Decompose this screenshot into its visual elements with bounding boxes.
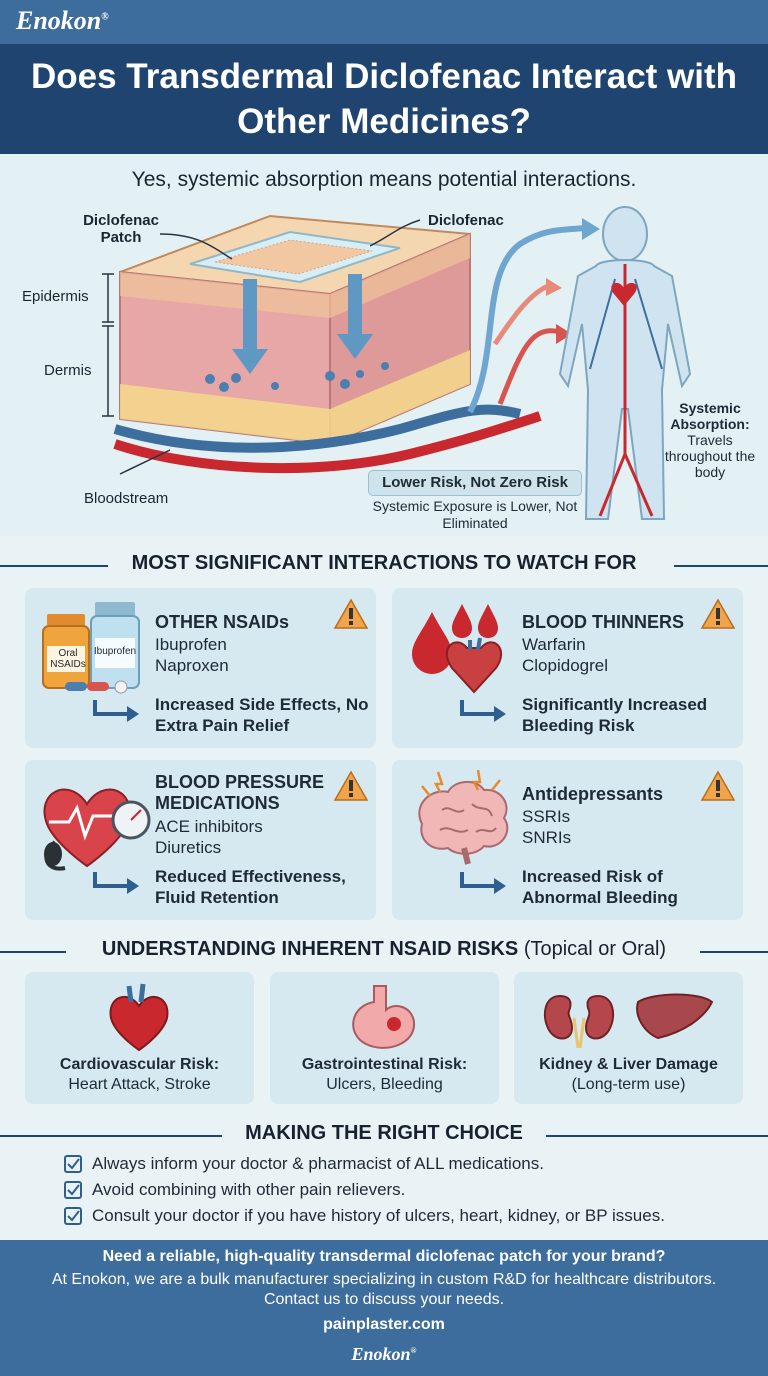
fat-layer — [120, 350, 470, 444]
card-items: SSRIs SNRIs — [522, 807, 572, 847]
warning-icon — [700, 598, 736, 629]
card-items: ACE inhibitors Diuretics — [155, 817, 263, 857]
section-interactions-heading: MOST SIGNIFICANT INTERACTIONS TO WATCH F… — [0, 550, 768, 580]
dermis-label: Dermis — [44, 362, 92, 379]
list-item: Consult your doctor if you have history … — [64, 1204, 754, 1230]
warning-icon — [700, 770, 736, 801]
recommendation-list: Always inform your doctor & pharmacist o… — [64, 1152, 754, 1230]
kidney-liver-icon — [543, 993, 714, 1049]
risk-card-cardiovascular: Cardiovascular Risk: Heart Attack, Strok… — [25, 972, 254, 1104]
page-title: Does Transdermal Diclofenac Interact wit… — [30, 57, 738, 141]
checkbox-icon — [64, 1207, 82, 1225]
risk-card-gastrointestinal: Gastrointestinal Risk: Ulcers, Bleeding — [270, 972, 499, 1104]
heart-icon — [109, 983, 169, 1052]
interaction-card-nsaids: Oral NSAIDs Ibuprofen OTHER NSAIDs Ibupr… — [25, 588, 376, 748]
blood-drop-heart-icon — [412, 598, 736, 722]
title-banner: Does Transdermal Diclofenac Interact wit… — [0, 44, 768, 154]
bottle-label-ibuprofen: Ibuprofen — [93, 646, 137, 657]
bottle-label-oral: Oral NSAIDs — [50, 648, 86, 670]
diclofenac-label: Diclofenac — [428, 212, 504, 229]
top-brand-bar: Enokon® — [0, 0, 768, 44]
card-effect: Reduced Effectiveness, Fluid Retention — [155, 867, 346, 907]
patch-label: Diclofenac Patch — [83, 212, 159, 246]
epidermis-label: Epidermis — [22, 288, 89, 305]
footer-body: At Enokon, we are a bulk manufacturer sp… — [51, 1271, 717, 1308]
footer-headline: Need a reliable, high-quality transderma… — [102, 1248, 666, 1265]
card-effect: Increased Risk of Abnormal Bleeding — [522, 867, 678, 907]
card-items: Warfarin Clopidogrel — [522, 635, 608, 675]
card-effect: Significantly Increased Bleeding Risk — [522, 695, 708, 735]
checkbox-icon — [64, 1181, 82, 1199]
skin-body-illustration — [102, 206, 692, 520]
section-choice-heading: MAKING THE RIGHT CHOICE — [0, 1120, 768, 1150]
risk-subtext: Systemic Exposure is Lower, Not Eliminat… — [372, 498, 578, 531]
checkbox-icon — [64, 1155, 82, 1173]
card-items: Ibuprofen Naproxen — [155, 635, 229, 675]
pill-bottles-icon — [42, 598, 369, 722]
interaction-card-blood-pressure: BLOOD PRESSURE MEDICATIONS ACE inhibitor… — [25, 760, 376, 920]
card-title: Antidepressants — [522, 784, 664, 804]
list-item: Always inform your doctor & pharmacist o… — [64, 1152, 754, 1178]
heart-gauge-icon — [43, 770, 369, 894]
brain-icon — [418, 769, 736, 894]
list-item: Avoid combining with other pain reliever… — [64, 1178, 754, 1204]
hero-subtitle: Yes, systemic absorption means potential… — [131, 168, 637, 191]
footer-logo: Enokon® — [351, 1344, 417, 1364]
section-risks-heading: UNDERSTANDING INHERENT NSAID RISKS (Topi… — [0, 936, 768, 966]
card-title: BLOOD THINNERS — [522, 612, 684, 632]
footer-website-link[interactable]: painplaster.com — [323, 1316, 445, 1333]
footer-cta: Need a reliable, high-quality transderma… — [0, 1240, 768, 1376]
risk-badge: Lower Risk, Not Zero Risk — [368, 470, 582, 496]
systemic-absorption-note: Systemic Absorption: Travels throughout … — [664, 400, 756, 480]
bloodstream-label: Bloodstream — [84, 490, 169, 507]
card-title: OTHER NSAIDs — [155, 612, 290, 632]
card-effect: Increased Side Effects, No Extra Pain Re… — [155, 695, 369, 735]
card-title: BLOOD PRESSURE MEDICATIONS — [155, 772, 325, 813]
warning-icon — [333, 598, 369, 629]
interaction-card-blood-thinners: BLOOD THINNERS Warfarin Clopidogrel Sign… — [392, 588, 743, 748]
warning-icon — [333, 770, 369, 801]
absorption-diagram: Yes, systemic absorption means potential… — [0, 154, 768, 536]
interaction-card-antidepressants: Antidepressants SSRIs SNRIs Increased Ri… — [392, 760, 743, 920]
stomach-icon — [352, 985, 416, 1049]
risk-card-kidney-liver: Kidney & Liver Damage (Long-term use) — [514, 972, 743, 1104]
heart-mark — [611, 282, 637, 306]
brand-logo: Enokon® — [16, 6, 109, 35]
